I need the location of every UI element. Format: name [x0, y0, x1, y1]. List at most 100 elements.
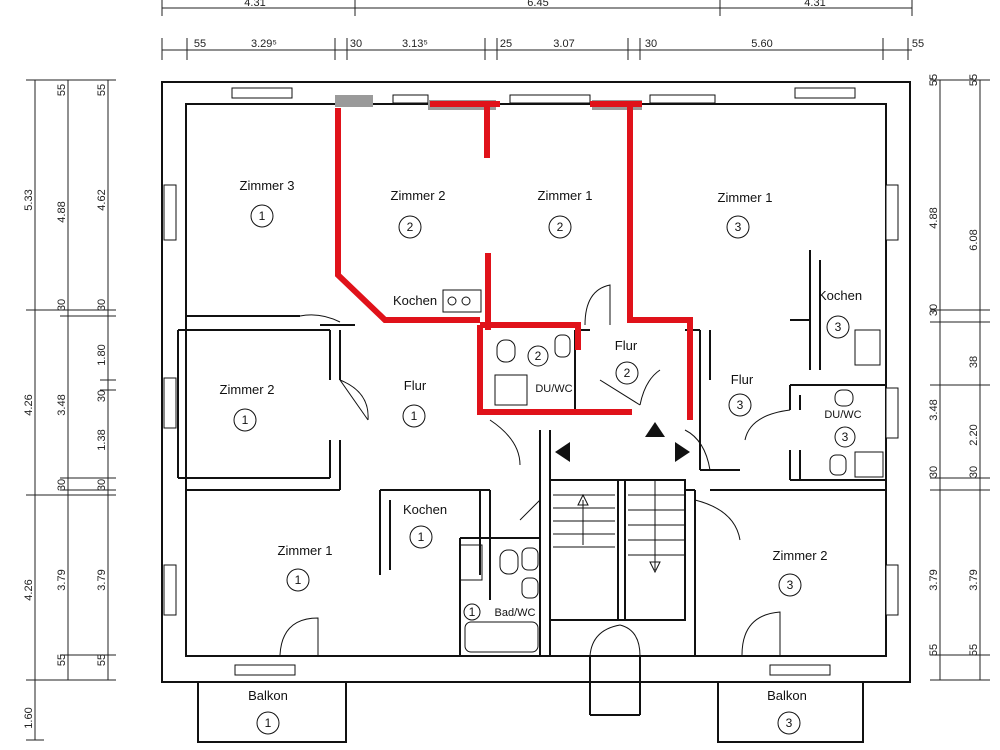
room-zimmer2-unit1: Zimmer 2 1 [220, 382, 274, 432]
dim-left-overall-2: 4.26 [23, 394, 35, 415]
dim-right-mid-2: 4.88 [928, 207, 940, 228]
room-unit: 3 [735, 220, 742, 234]
room-name: Flur [615, 338, 638, 353]
toilet-unit2 [496, 339, 516, 363]
room-unit: 2 [624, 366, 631, 380]
room-name: Zimmer 2 [773, 548, 828, 563]
dim-right-mid-4: 3.48 [928, 399, 940, 420]
room-name: Kochen [393, 293, 437, 308]
dim-top-7: 30 [645, 38, 657, 50]
room-unit: 3 [842, 430, 849, 444]
dim-left-inner-6: 1.38 [96, 429, 108, 450]
dim-top-3: 30 [350, 38, 362, 50]
room-badwc-unit1: Bad/WC 1 [463, 603, 536, 621]
dim-left-inner-8: 3.79 [96, 569, 108, 590]
room-flur-unit1: Flur 1 [402, 378, 427, 428]
room-kochen-unit1: Kochen 1 [403, 502, 447, 549]
room-duwc-unit3: DU/WC 3 [824, 409, 862, 448]
highlighted-walls [335, 101, 693, 420]
dim-left-mid-2: 4.88 [56, 201, 68, 222]
room-name: Kochen [818, 288, 862, 303]
room-name: Flur [731, 372, 754, 387]
stair-down-arrow-icon [649, 561, 661, 574]
room-zimmer3-unit1: Zimmer 3 1 [240, 178, 295, 228]
arrow-up-icon [645, 422, 665, 437]
room-unit: 1 [411, 409, 418, 423]
dim-left-inner-2: 4.62 [96, 189, 108, 210]
dim-top-9: 55 [912, 38, 924, 50]
balcony-left-outline [197, 681, 347, 743]
room-unit: 1 [418, 530, 425, 544]
dim-top-overall-2: 6.45 [527, 0, 548, 9]
stove-unit2 [442, 289, 482, 313]
room-name: Zimmer 3 [240, 178, 295, 193]
dim-top-8: 5.60 [751, 38, 772, 50]
sink-unit2 [554, 334, 571, 358]
room-name: Flur [404, 378, 427, 393]
dim-top-6: 3.07 [553, 38, 574, 50]
dim-left-inner-4: 1.80 [96, 344, 108, 365]
shower-unit2 [494, 374, 528, 406]
dim-left-inner-1: 55 [96, 84, 108, 96]
toilet-unit3 [834, 389, 854, 407]
room-duwc-unit2: DU/WC 2 [527, 345, 573, 395]
dim-left-mid-1: 55 [56, 84, 68, 96]
arrow-left-icon [555, 442, 570, 462]
dim-top-overall-1: 4.31 [244, 0, 265, 9]
room-zimmer2-unit3: Zimmer 2 3 [773, 548, 828, 597]
room-unit: 3 [787, 578, 794, 592]
room-unit: 1 [295, 573, 302, 587]
dim-left-mid-5: 30 [56, 479, 68, 491]
dim-top-4: 3.13⁵ [402, 38, 428, 50]
room-kochen-unit3: Kochen 3 [818, 288, 862, 339]
dim-left-inner-5: 30 [96, 390, 108, 402]
sink-unit1 [521, 547, 539, 571]
entrance-arrows [555, 422, 690, 462]
room-unit: 2 [535, 349, 542, 363]
room-balkon-unit1: Balkon 1 [248, 688, 288, 735]
room-unit: 1 [265, 716, 272, 730]
bathtub-unit1 [464, 621, 539, 653]
walls [161, 81, 911, 743]
room-unit: 2 [557, 220, 564, 234]
dim-left-mid-4: 3.48 [56, 394, 68, 415]
dim-right-mid-3: 30 [928, 304, 940, 316]
room-name: Balkon [767, 688, 807, 703]
stair-treads [553, 479, 685, 570]
outer-wall-inside [185, 103, 887, 657]
stair-up-arrow-icon [577, 493, 589, 506]
dim-left-mid-6: 3.79 [56, 569, 68, 590]
dim-right-mid-7: 55 [928, 644, 940, 656]
room-unit: 3 [835, 320, 842, 334]
shower-unit3 [854, 451, 884, 478]
dimension-labels: 4.31 6.45 4.31 55 3.29⁵ 30 3.13⁵ 25 3.07… [23, 0, 980, 729]
room-name: Zimmer 1 [718, 190, 773, 205]
dim-right-4: 2.20 [968, 424, 980, 445]
dim-left-overall-4: 1.60 [23, 707, 35, 728]
room-unit: 2 [407, 220, 414, 234]
dim-right-6: 3.79 [968, 569, 980, 590]
windows [163, 87, 899, 676]
room-labels: Zimmer 3 1 Zimmer 2 2 Zimmer 1 2 Zimmer … [220, 178, 862, 735]
room-unit: 1 [469, 605, 476, 619]
room-name: Zimmer 1 [538, 188, 593, 203]
stove-unit3 [854, 329, 881, 366]
dim-right-1: 55 [968, 74, 980, 86]
dim-right-7: 55 [968, 644, 980, 656]
dim-top-overall-3: 4.31 [804, 0, 825, 9]
dim-top-1: 55 [194, 38, 206, 50]
room-name: Balkon [248, 688, 288, 703]
stove-unit1 [459, 544, 483, 581]
room-zimmer1-unit2: Zimmer 1 2 [538, 188, 593, 239]
room-flur-unit3: Flur 3 [728, 372, 754, 417]
dim-right-5: 30 [968, 466, 980, 478]
dim-right-mid-6: 3.79 [928, 569, 940, 590]
dim-left-inner-3: 30 [96, 299, 108, 311]
toilet-unit1 [499, 549, 519, 575]
room-zimmer2-unit2: Zimmer 2 2 [391, 188, 445, 239]
dim-top-2: 3.29⁵ [251, 38, 277, 50]
dim-right-mid-5: 30 [928, 466, 940, 478]
room-zimmer1-unit3: Zimmer 1 3 [718, 190, 773, 239]
room-unit: 3 [737, 398, 744, 412]
